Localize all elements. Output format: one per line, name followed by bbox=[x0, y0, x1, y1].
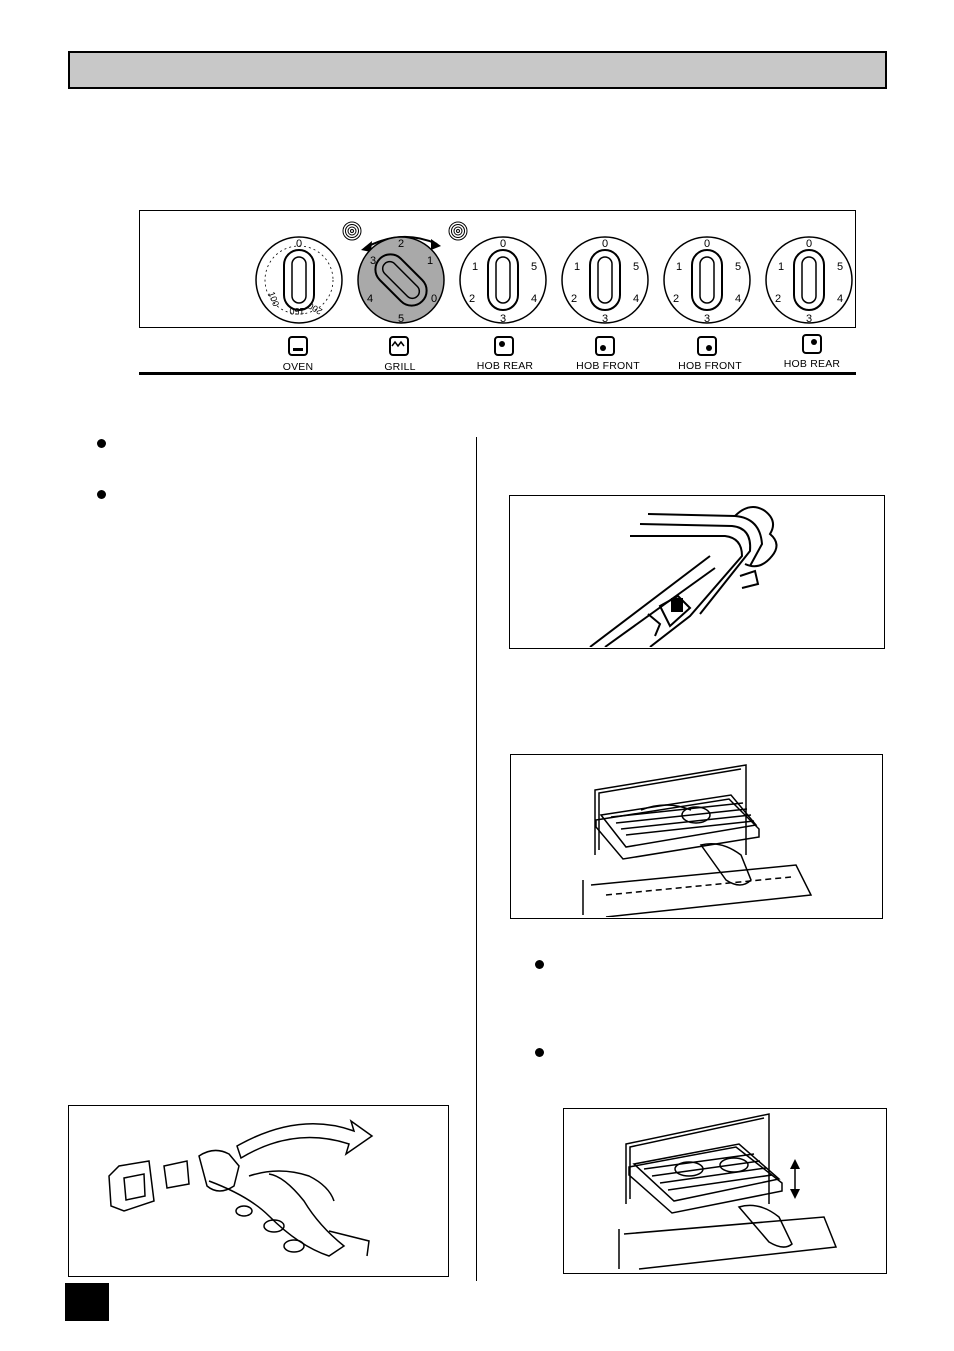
oven-dial-mark-0: 0 bbox=[296, 238, 302, 250]
hob-dial-3-mark-0: 0 bbox=[704, 238, 710, 250]
hob-dial-4-mark-2: 2 bbox=[775, 293, 781, 305]
arrow-up-icon bbox=[790, 1159, 800, 1169]
grill-pan-in-oven-illustration bbox=[510, 754, 883, 919]
hob-rear-left-label: HOB REAR bbox=[476, 360, 534, 372]
control-panel bbox=[139, 210, 856, 328]
hob-front-right-symbol-icon bbox=[697, 336, 717, 356]
grill-dial-mark-4: 4 bbox=[367, 293, 373, 305]
hob-dial-2-mark-3: 3 bbox=[602, 313, 608, 325]
grill-dial-mark-0: 0 bbox=[431, 293, 437, 305]
grill-dial-mark-1: 1 bbox=[427, 255, 433, 267]
hob-dial-3-mark-2: 2 bbox=[673, 293, 679, 305]
column-divider bbox=[476, 437, 477, 1281]
hob-front-left-label: HOB FRONT bbox=[576, 360, 640, 372]
hob-dial-1-mark-4: 4 bbox=[531, 293, 537, 305]
low-heat-spiral-icon bbox=[342, 221, 362, 241]
grill-pan-handle-illustration bbox=[509, 495, 885, 649]
hob-rear-right-label: HOB REAR bbox=[783, 358, 841, 370]
hob-dial-2-mark-0: 0 bbox=[602, 238, 608, 250]
control-panel-dials: 0 100 150 200 2 1 0 5 4 3 0 5 4 3 2 1 0 … bbox=[255, 221, 853, 325]
hob-dial-3-mark-1: 1 bbox=[676, 261, 682, 273]
hob-front-left-dial bbox=[561, 236, 649, 324]
hob-dial-4-mark-1: 1 bbox=[778, 261, 784, 273]
hob-rear-left-dial bbox=[459, 236, 547, 324]
hob-front-right-dial bbox=[663, 236, 751, 324]
hob-rear-left-symbol-icon bbox=[494, 336, 514, 356]
page-number-box bbox=[65, 1283, 109, 1321]
panel-base-rule bbox=[139, 372, 856, 375]
hob-rear-right-dial bbox=[765, 236, 853, 324]
oven-dial-mark-150: 150 bbox=[289, 306, 304, 316]
hob-front-left-symbol-icon bbox=[595, 336, 615, 356]
hob-dial-1-mark-1: 1 bbox=[472, 261, 478, 273]
hob-front-right-label: HOB FRONT bbox=[678, 360, 742, 372]
hob-dial-2-mark-2: 2 bbox=[571, 293, 577, 305]
oven-symbol-icon bbox=[288, 336, 308, 356]
arrow-down-icon bbox=[790, 1189, 800, 1199]
grill-dial bbox=[357, 236, 445, 324]
hob-dial-1-mark-2: 2 bbox=[469, 293, 475, 305]
oven-label: OVEN bbox=[282, 361, 314, 373]
hob-dial-1-mark-0: 0 bbox=[500, 238, 506, 250]
hob-dial-2-mark-4: 4 bbox=[633, 293, 639, 305]
hob-dial-4-mark-4: 4 bbox=[837, 293, 843, 305]
hob-dial-4-mark-3: 3 bbox=[806, 313, 812, 325]
grill-dial-mark-5: 5 bbox=[398, 313, 404, 325]
grill-symbol-icon bbox=[389, 336, 409, 356]
list-bullet bbox=[535, 960, 544, 969]
hob-dial-3-mark-5: 5 bbox=[735, 261, 741, 273]
oven-dial bbox=[255, 236, 343, 324]
grill-dial-mark-2: 2 bbox=[398, 238, 404, 250]
oven-dial-mark-100: 100 bbox=[267, 290, 282, 308]
hob-dial-3-mark-4: 4 bbox=[735, 293, 741, 305]
list-bullet bbox=[97, 490, 106, 499]
hob-dial-4-mark-0: 0 bbox=[806, 238, 812, 250]
hob-dial-4-mark-5: 5 bbox=[837, 261, 843, 273]
hob-dial-1-mark-3: 3 bbox=[500, 313, 506, 325]
list-bullet bbox=[535, 1048, 544, 1057]
list-bullet bbox=[97, 439, 106, 448]
hob-dial-2-mark-1: 1 bbox=[574, 261, 580, 273]
high-heat-spiral-icon bbox=[448, 221, 468, 241]
grill-dial-mark-3: 3 bbox=[370, 255, 376, 267]
handle-attach-illustration bbox=[68, 1105, 449, 1277]
hob-dial-3-mark-3: 3 bbox=[704, 313, 710, 325]
hob-rear-right-symbol-icon bbox=[802, 334, 822, 354]
grill-pan-raise-lower-illustration bbox=[563, 1108, 887, 1274]
hob-dial-1-mark-5: 5 bbox=[531, 261, 537, 273]
section-header-bar bbox=[68, 51, 887, 89]
hob-dial-2-mark-5: 5 bbox=[633, 261, 639, 273]
grill-label: GRILL bbox=[384, 361, 416, 373]
